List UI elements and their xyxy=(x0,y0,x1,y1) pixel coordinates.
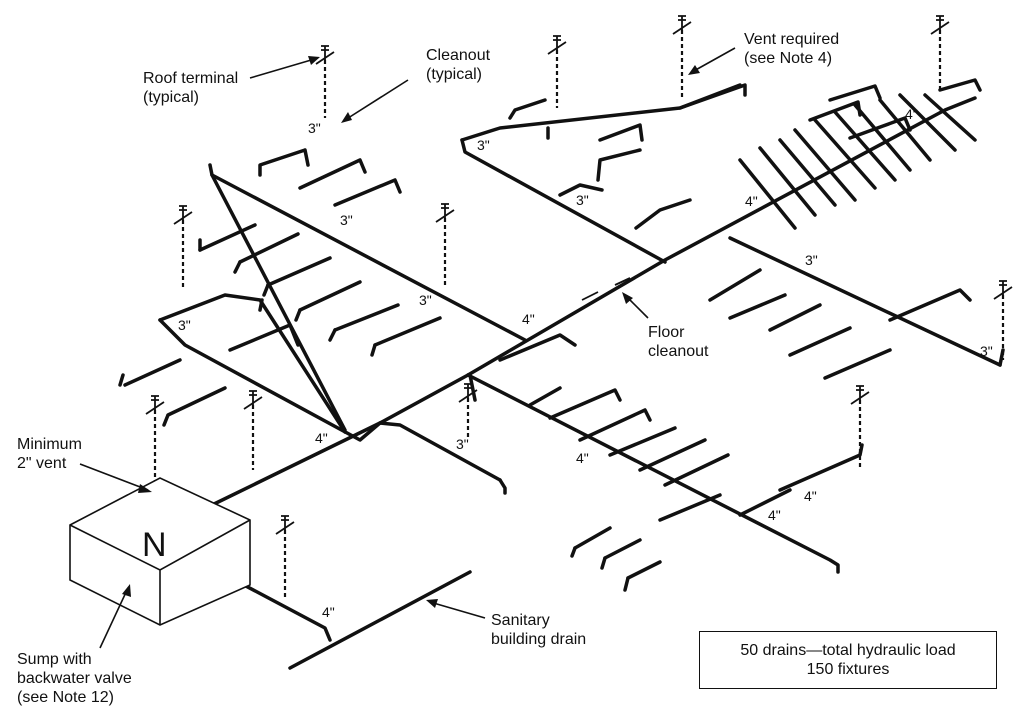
vent-required-label: Vent required (see Note 4) xyxy=(744,31,840,67)
pipe-size-label: 3" xyxy=(308,120,321,136)
pipe-size-label: 4" xyxy=(804,488,817,504)
pipe-size-label: 3" xyxy=(477,137,490,153)
vent-stacks xyxy=(130,15,1013,600)
load-box-line1: 50 drains—total hydraulic load xyxy=(740,642,956,659)
pipe-size-label: 4" xyxy=(522,311,535,327)
load-box-line2: 150 fixtures xyxy=(806,661,890,678)
pipe-size-label: 4" xyxy=(315,430,328,446)
pipe-size-label: 3" xyxy=(178,317,191,333)
callout-arrows xyxy=(79,47,736,649)
pipe-size-label: 4" xyxy=(322,604,335,620)
pipe-size-label: 3" xyxy=(419,292,432,308)
hydraulic-load-box: 50 drains—total hydraulic load 150 fixtu… xyxy=(699,631,997,689)
branch-drains xyxy=(118,78,982,592)
main-drain xyxy=(158,83,1005,670)
sump-box: N xyxy=(69,477,251,626)
pipe-size-label: 3" xyxy=(980,343,993,359)
floor-cleanout-label: Floor cleanout xyxy=(648,324,709,360)
cleanout-label: Cleanout (typical) xyxy=(426,47,491,83)
floor-cleanout-mark xyxy=(581,277,631,305)
pipe-size-label: 3" xyxy=(340,212,353,228)
minimum-vent-label: Minimum 2" vent xyxy=(17,436,82,472)
pipe-size-label: 3" xyxy=(805,252,818,268)
roof-terminal-label: Roof terminal (typical) xyxy=(143,70,239,106)
sanitary-drain-label: Sanitary building drain xyxy=(491,612,587,648)
sump-mark: N xyxy=(142,526,167,564)
pipe-size-label: 3" xyxy=(576,192,589,208)
pipe-size-label: 3" xyxy=(456,436,469,452)
pipe-size-label: 4" xyxy=(745,193,758,209)
pipe-size-label: 4" xyxy=(768,507,781,523)
pipe-size-label: 4" xyxy=(576,450,589,466)
pipe-size-label: 4" xyxy=(905,106,918,122)
sump-label: Sump with backwater valve (see Note 12) xyxy=(17,651,132,706)
